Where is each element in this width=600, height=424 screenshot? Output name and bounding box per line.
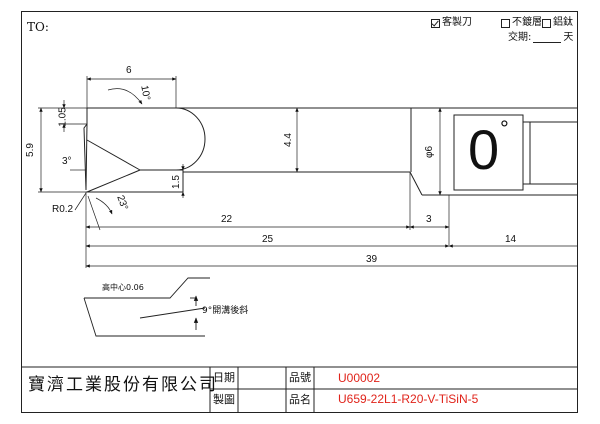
part-number-value: U00002 — [338, 371, 381, 385]
option-custom-tool[interactable]: 客製刀 — [431, 18, 472, 28]
dim-shank-segment: 14 — [505, 234, 517, 245]
part-number-label: 品號 — [289, 371, 311, 384]
date-label: 日期 — [213, 371, 235, 384]
to-label: TO: — [27, 20, 49, 34]
option-no-coating-label: 不鍍層 — [512, 17, 542, 28]
lead-time-unit: 天 — [563, 32, 574, 43]
dim-cut-length: 25 — [262, 234, 274, 245]
detail-view — [83, 277, 210, 337]
dim-step-height: 1.5 — [170, 175, 182, 189]
shank-window — [453, 114, 578, 191]
dim-neck-diameter: 4.4 — [282, 133, 294, 147]
dim-neck-length: 22 — [221, 214, 233, 225]
dim-corner-radius: R0.2 — [52, 204, 74, 215]
lead-time-label: 交期: — [508, 32, 532, 43]
angle-marker-symbol: ° — [500, 116, 509, 141]
part-name-value: U659-22L1-R20-V-TiSiN-5 — [338, 392, 479, 406]
company-name: 寶濟工業股份有限公司 — [28, 375, 218, 395]
dimension-lines — [38, 76, 578, 268]
checkbox-icon[interactable] — [501, 18, 510, 28]
part-name-label: 品名 — [289, 393, 311, 406]
option-custom-tool-label: 客製刀 — [442, 17, 472, 28]
dim-shank-diameter: φ6 — [424, 145, 436, 159]
detail-center-note: 高中心0.06 — [102, 283, 144, 292]
title-block — [21, 366, 578, 412]
checkbox-checked-icon[interactable] — [431, 18, 440, 28]
dim-top-width: 6 — [126, 65, 132, 76]
option-altin[interactable]: 鋁鈦 — [542, 18, 573, 28]
lead-time: 交期: 天 — [508, 32, 573, 43]
option-altin-label: 鋁鈦 — [553, 17, 573, 28]
dim-taper-length: 3 — [426, 214, 432, 225]
dim-top-angle: 10° — [138, 84, 152, 102]
lead-time-field[interactable] — [533, 32, 562, 43]
angle-marker-value: 0 — [468, 118, 500, 181]
sheet-border — [21, 11, 578, 413]
dim-tip-height: 1.05 — [57, 107, 69, 127]
tool-outline — [83, 107, 578, 196]
checkbox-icon[interactable] — [542, 18, 551, 28]
dim-total-length: 39 — [366, 254, 378, 265]
dim-side-angle: 3° — [62, 156, 72, 167]
dim-left-height: 5.9 — [24, 143, 36, 157]
drawn-by-label: 製圖 — [213, 393, 235, 406]
option-no-coating[interactable]: 不鍍層 — [501, 18, 542, 28]
detail-relief-note: 9°開溝後斜 — [202, 306, 249, 316]
